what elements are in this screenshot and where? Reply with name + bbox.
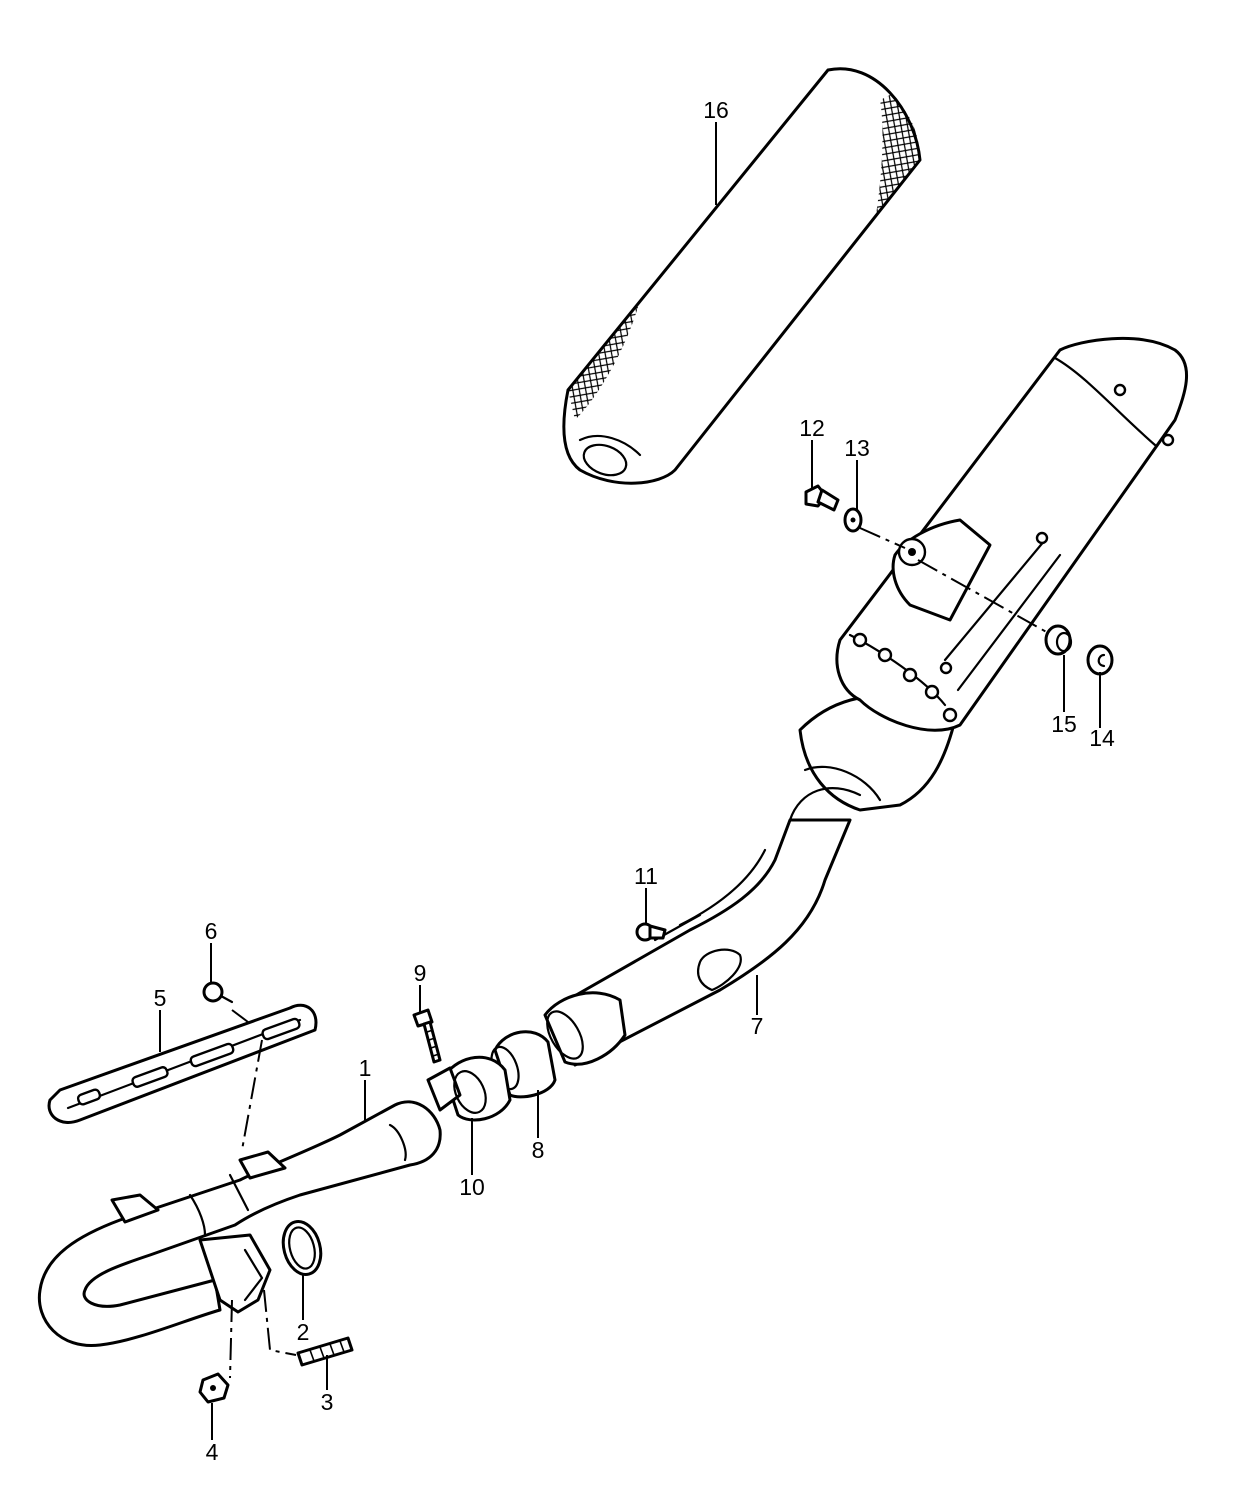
bolt-part-12[interactable] [804, 484, 840, 512]
callout-8: 8 [532, 1137, 545, 1163]
callout-6: 6 [205, 918, 218, 944]
o-ring-part-2[interactable] [278, 1217, 327, 1278]
callout-16: 16 [703, 97, 729, 123]
muffler-cover-part-16[interactable] [562, 67, 922, 485]
callout-12: 12 [799, 415, 825, 441]
callout-13: 13 [844, 435, 870, 461]
exhaust-pipe-part-1[interactable] [37, 1100, 442, 1348]
bolt-part-11[interactable] [635, 922, 667, 942]
stud-bolt-part-3[interactable] [296, 1336, 354, 1367]
callout-7: 7 [751, 1013, 764, 1039]
washer-part-13[interactable] [843, 507, 863, 533]
clamp-part-10[interactable] [426, 1055, 512, 1122]
gasket-part-8[interactable] [486, 1030, 557, 1099]
callout-2: 2 [297, 1319, 310, 1345]
callout-3: 3 [321, 1389, 334, 1415]
grommet-part-15[interactable] [1044, 624, 1073, 656]
callout-labels: 16 12 13 15 14 11 7 9 8 10 1 5 6 2 3 4 [154, 97, 1115, 1465]
callout-9: 9 [414, 960, 427, 986]
assembly-lines [229, 527, 1051, 1379]
callout-15: 15 [1051, 711, 1077, 737]
callout-5: 5 [154, 985, 167, 1011]
callout-10: 10 [459, 1174, 485, 1200]
bolt-part-6[interactable] [202, 981, 234, 1004]
callout-14: 14 [1089, 725, 1115, 751]
callout-1: 1 [359, 1055, 372, 1081]
silencer-part-7[interactable] [540, 336, 1189, 1067]
collar-part-14[interactable] [1086, 644, 1114, 676]
nut-part-4[interactable] [198, 1372, 230, 1404]
leader-lines [159, 122, 1101, 1440]
bolt-part-9[interactable] [412, 1008, 442, 1064]
heat-shield-part-5[interactable] [47, 1003, 318, 1124]
callout-4: 4 [206, 1439, 219, 1465]
callout-11: 11 [634, 863, 658, 889]
